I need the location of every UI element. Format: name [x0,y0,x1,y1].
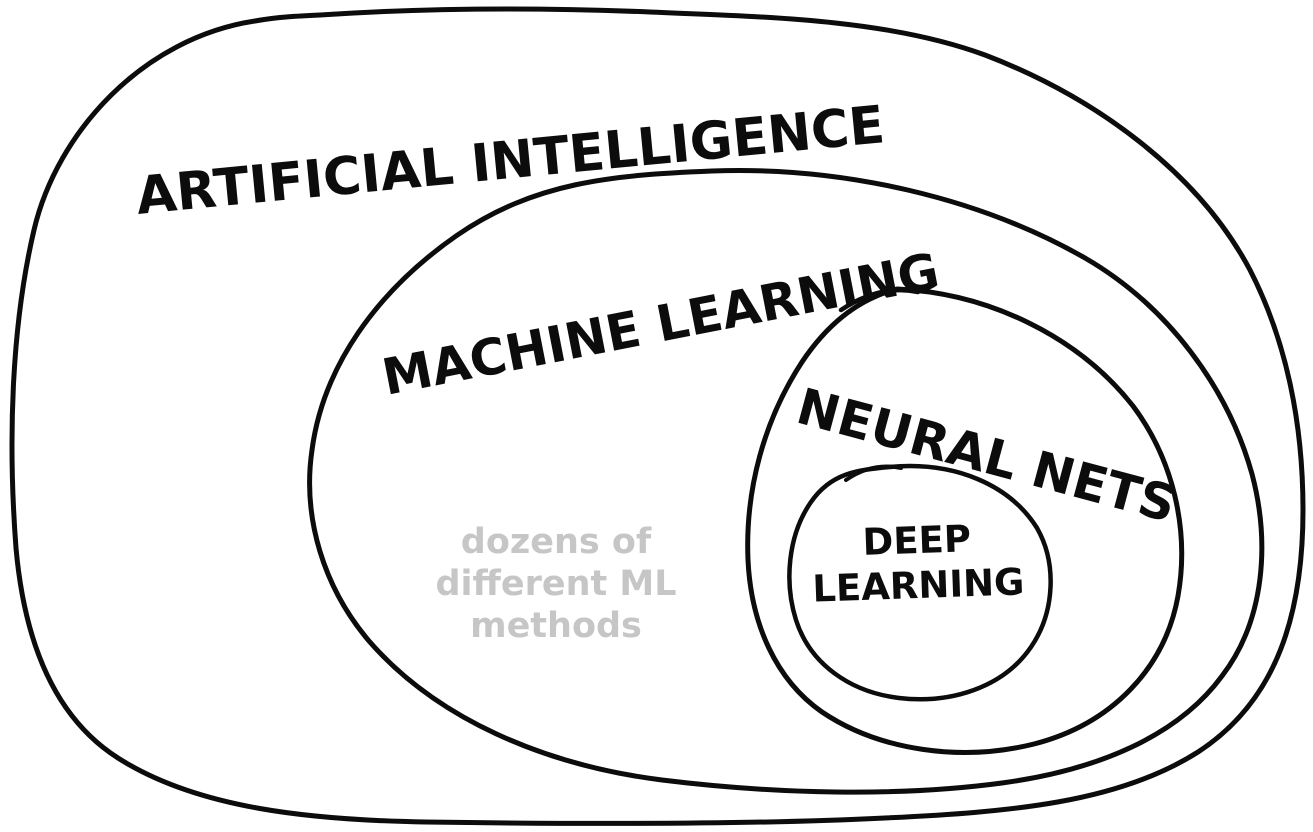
machine-learning-label: MACHINE LEARNING [378,242,944,407]
ml-methods-annotation: dozens of different ML methods [435,522,676,646]
neural-nets-stroke-overlap [838,287,921,313]
machine-learning-outline [307,168,1265,795]
ml-methods-annotation-line-1: dozens of [461,522,652,562]
deep-learning-label-line-1: DEEP [862,517,972,564]
deep-learning-outline [787,463,1053,702]
ml-methods-annotation-line-3: methods [470,606,642,646]
ml-methods-annotation-line-2: different ML [435,564,676,604]
deep-learning-label: DEEP LEARNING [812,517,1025,611]
deep-learning-stroke-overlap [844,464,903,482]
deep-learning-label-line-2: LEARNING [812,560,1025,610]
artificial-intelligence-outline [9,6,1306,826]
neural-nets-outline [745,286,1185,755]
neural-nets-label: NEURAL NETS [791,377,1182,534]
